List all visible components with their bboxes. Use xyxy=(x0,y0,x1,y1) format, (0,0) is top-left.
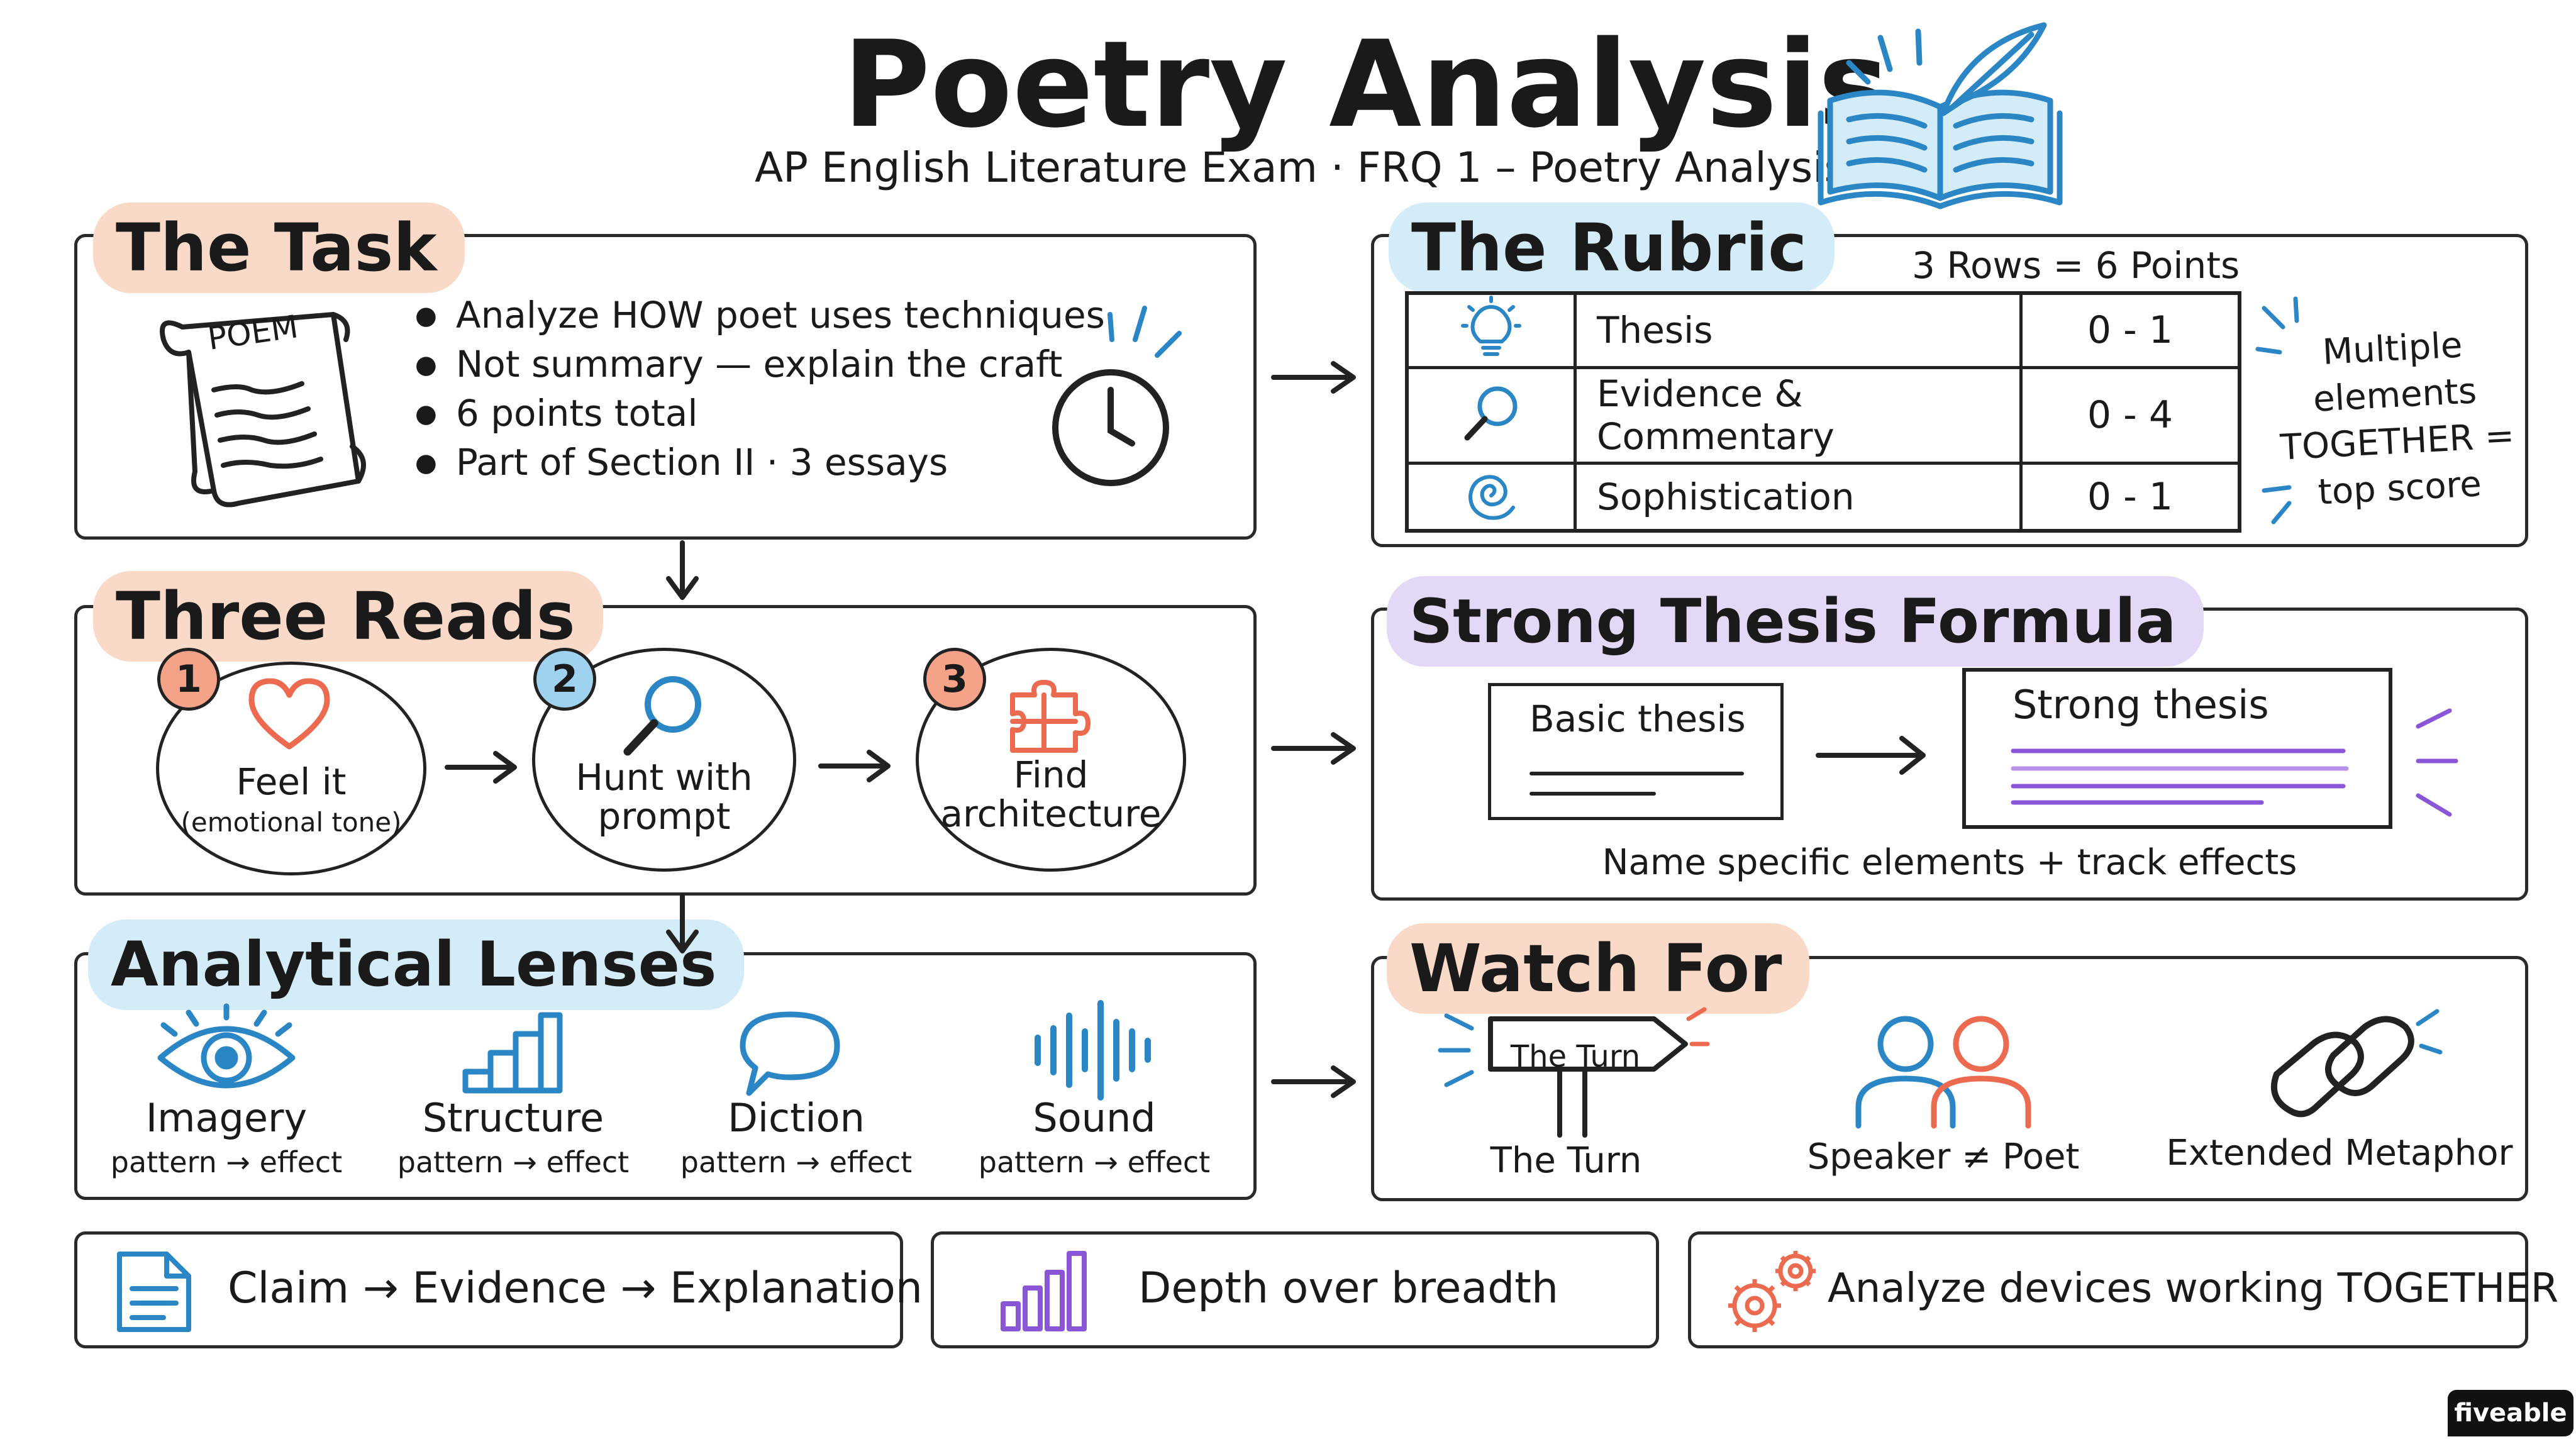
tip-claim-text: Claim → Evidence → Explanation xyxy=(228,1263,923,1313)
tip-depth-text: Depth over breadth xyxy=(1138,1263,1559,1313)
lens-diction-name: Diction xyxy=(728,1095,865,1141)
strong-thesis-box xyxy=(1962,668,2392,829)
task-heading: The Task xyxy=(93,203,465,293)
read-step-2-badge: 2 xyxy=(533,648,596,711)
task-bullet-4: Part of Section II · 3 essays xyxy=(415,438,948,487)
basic-thesis-label: Basic thesis xyxy=(1530,697,1746,740)
soundwave-icon xyxy=(1035,1000,1151,1101)
emphasis-marks xyxy=(2255,296,2299,525)
read-step-2 xyxy=(532,648,796,872)
rubric-row-sophistication: Sophistication 0 - 1 xyxy=(1405,461,2241,533)
people-icon xyxy=(1855,1016,2031,1129)
lens-sound-name: Sound xyxy=(1033,1095,1156,1141)
rubric-row-icon-cell xyxy=(1405,291,1577,369)
rubric-row-icon-cell xyxy=(1405,461,1577,533)
rubric-row-icon-cell xyxy=(1405,365,1577,465)
watch-turn-label: The Turn xyxy=(1490,1140,1642,1181)
rubric-label-thesis: Thesis xyxy=(1574,291,2023,369)
tip-claim-box xyxy=(74,1231,903,1348)
eye-icon xyxy=(157,1003,296,1089)
arrow-right-icon xyxy=(818,750,891,782)
page-title: Poetry Analysis xyxy=(843,15,1889,154)
signpost-text: The Turn xyxy=(1510,1039,1641,1074)
lens-diction-sub: pattern → effect xyxy=(680,1145,913,1179)
rubric-row-evidence: Evidence & Commentary 0 - 4 xyxy=(1405,365,2241,465)
read-step-1 xyxy=(156,662,426,875)
lens-imagery-name: Imagery xyxy=(145,1095,308,1141)
document-icon xyxy=(117,1252,191,1332)
puzzle-icon xyxy=(1010,680,1091,753)
lens-imagery-sub: pattern → effect xyxy=(110,1145,343,1179)
arrow-down-icon xyxy=(666,540,699,600)
read-step-1-title: Feel it xyxy=(236,760,347,803)
arrow-right-icon xyxy=(1816,736,1926,775)
strong-thesis-label: Strong thesis xyxy=(2012,682,2269,728)
rubric-row-thesis: Thesis 0 - 1 xyxy=(1405,291,2241,369)
chain-link-icon xyxy=(2271,1009,2443,1118)
brand-name: fiveable xyxy=(2454,1399,2567,1428)
watch-metaphor-label: Extended Metaphor xyxy=(2166,1133,2513,1174)
arrow-down-icon xyxy=(666,894,699,953)
lens-structure-name: Structure xyxy=(422,1095,604,1141)
basic-thesis-box xyxy=(1488,683,1784,820)
thesis-formula-heading: Strong Thesis Formula xyxy=(1387,576,2204,667)
magnifier-icon xyxy=(623,676,701,756)
emphasis-marks xyxy=(2416,708,2458,817)
rubric-points-thesis: 0 - 1 xyxy=(2019,291,2241,369)
arrow-right-icon xyxy=(1271,732,1356,765)
watch-for-heading: Watch For xyxy=(1387,923,1810,1014)
spiral-icon xyxy=(1468,475,1515,520)
rubric-summary: 3 Rows = 6 Points xyxy=(1912,244,2240,287)
watch-speaker-label: Speaker ≠ Poet xyxy=(1807,1136,2080,1177)
tip-together-box xyxy=(1688,1231,2528,1348)
task-bullet-1: Analyze HOW poet uses techniques xyxy=(415,291,1105,340)
rubric-label-sophistication: Sophistication xyxy=(1574,461,2023,533)
read-step-1-badge: 1 xyxy=(157,648,220,711)
read-step-3-badge: 3 xyxy=(923,648,986,711)
gears-icon xyxy=(1728,1251,1816,1332)
rubric-points-sophistication: 0 - 1 xyxy=(2019,461,2241,533)
read-step-2-detail: prompt xyxy=(597,795,731,838)
rubric-heading: The Rubric xyxy=(1389,203,1835,293)
read-step-1-detail: (emotional tone) xyxy=(180,807,402,838)
tip-together-text: Analyze devices working TOGETHER xyxy=(1828,1265,2559,1312)
poem-scroll-icon xyxy=(160,312,366,508)
arrow-right-icon xyxy=(1271,1065,1356,1098)
strong-thesis-lines xyxy=(2011,748,2349,805)
thesis-formula-caption: Name specific elements + track effects xyxy=(1602,842,2297,883)
rubric-label-evidence: Evidence & Commentary xyxy=(1574,365,2023,465)
bar-chart-icon xyxy=(1001,1251,1087,1331)
heart-icon xyxy=(248,678,330,750)
lens-structure-sub: pattern → effect xyxy=(397,1145,630,1179)
read-step-3-title: Find xyxy=(1013,753,1089,796)
magnifier-icon xyxy=(1464,386,1518,441)
lightbulb-icon xyxy=(1461,296,1521,357)
read-step-2-title: Hunt with xyxy=(575,756,753,799)
rubric-points-evidence: 0 - 4 xyxy=(2019,365,2241,465)
three-reads-heading: Three Reads xyxy=(93,571,603,662)
lens-sound-sub: pattern → effect xyxy=(978,1145,1211,1179)
speech-bubble-icon xyxy=(740,1011,840,1096)
basic-thesis-lines xyxy=(1530,772,1744,796)
clock-icon xyxy=(1052,306,1182,486)
rubric-note: Multiple elements TOGETHER = top score xyxy=(2272,319,2521,518)
lenses-heading: Analytical Lenses xyxy=(88,919,745,1010)
page-subtitle: AP English Literature Exam · FRQ 1 – Poe… xyxy=(755,143,1846,192)
arrow-right-icon xyxy=(1271,361,1356,394)
read-step-3 xyxy=(916,648,1186,872)
stairs-icon xyxy=(462,1012,563,1094)
rubric-table: Thesis 0 - 1 Evidence & Commentary 0 - 4… xyxy=(1405,291,2241,533)
task-bullet-3: 6 points total xyxy=(415,389,698,438)
arrow-right-icon xyxy=(445,751,517,784)
open-book-icon xyxy=(1818,22,2063,209)
signpost-icon xyxy=(1438,1007,1710,1138)
brand-badge: fiveable xyxy=(2448,1390,2573,1436)
read-step-3-detail: architecture xyxy=(940,792,1162,835)
task-bullet-2: Not summary — explain the craft xyxy=(415,340,1062,389)
